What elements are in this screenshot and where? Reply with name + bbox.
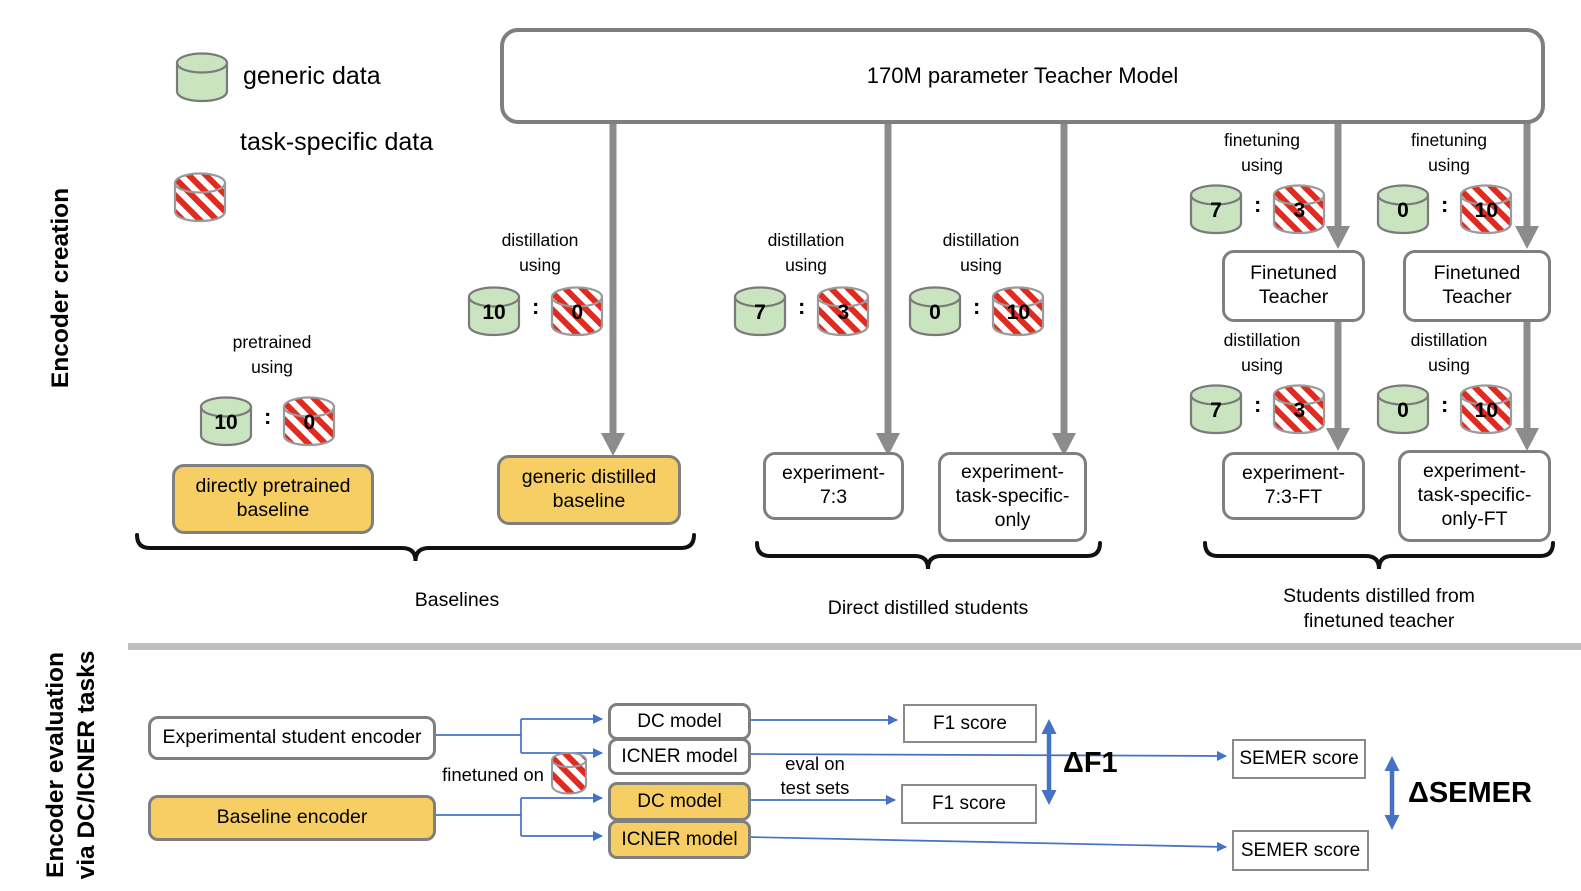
generic-data-cylinder-icon: 0 (1374, 182, 1432, 236)
experiment-task-specific-only-box: experiment- task-specific- only (938, 452, 1087, 542)
generic-ratio-value: 0 (1397, 199, 1409, 222)
finetuned-teacher-box-2: Finetuned Teacher (1403, 250, 1551, 322)
task-ratio-value: 10 (1474, 399, 1498, 422)
experiment-7-3-ft-box: experiment- 7:3-FT (1222, 452, 1365, 520)
task-specific-data-cylinder-icon: 3 (1270, 382, 1328, 436)
task-specific-data-legend-label: task-specific data (240, 128, 434, 156)
generic-ratio-value: 7 (1210, 199, 1222, 222)
finetuning-using-caption-2: finetuning using (1411, 130, 1487, 176)
eval-on-test-sets-label: eval on test sets (780, 753, 850, 799)
icner-model-experimental-box: ICNER model (608, 738, 751, 775)
generic-data-legend-label: generic data (243, 62, 381, 90)
semer-score-experimental-box: SEMER score (1232, 739, 1366, 779)
generic-ratio-value: 0 (929, 301, 941, 324)
task-specific-data-cylinder-icon: 0 (280, 394, 338, 448)
direct-distilled-students-group-label: Direct distilled students (827, 597, 1029, 619)
distillation-using-caption-4: distillation using (1223, 330, 1301, 376)
task-specific-data-cylinder-icon: 3 (1270, 182, 1328, 236)
task-specific-data-cylinder-icon (171, 170, 229, 224)
baselines-group-label: Baselines (414, 589, 500, 611)
students-distilled-finetuned-group-label: Students distilled from finetuned teache… (1283, 585, 1475, 633)
experiment-task-specific-only-ft-box: experiment- task-specific- only-FT (1398, 450, 1551, 542)
f1-score-baseline-box: F1 score (901, 784, 1037, 824)
task-ratio-value: 3 (1293, 399, 1306, 422)
generic-ratio-value: 7 (1210, 399, 1222, 422)
ratio-colon: : (1441, 192, 1449, 217)
task-specific-data-cylinder-icon: 10 (1457, 182, 1515, 236)
distillation-using-caption-3: distillation using (942, 230, 1020, 276)
ratio-colon: : (973, 294, 981, 319)
ratio-colon: : (532, 294, 540, 319)
experiment-7-3-box: experiment- 7:3 (763, 452, 904, 520)
evaluation-connector-arrows (430, 714, 1227, 852)
ratio-colon: : (798, 294, 806, 319)
task-ratio-value: 10 (1474, 199, 1498, 222)
task-ratio-value: 0 (303, 411, 316, 434)
f1-score-experimental-box: F1 score (903, 704, 1037, 743)
generic-data-cylinder-icon: 0 (906, 284, 964, 338)
finetuning-using-caption-1: finetuning using (1224, 130, 1300, 176)
teacher-down-arrow-icons (601, 116, 1539, 456)
encoder-evaluation-section-label: Encoder evaluation via DC/ICNER tasks (41, 625, 103, 891)
semer-score-baseline-box: SEMER score (1232, 830, 1369, 871)
section-divider (128, 643, 1581, 650)
generic-ratio-value: 10 (482, 301, 506, 324)
encoder-evaluation-label-line2: via DC/ICNER tasks (72, 650, 100, 880)
task-specific-data-cylinder-icon: 3 (814, 284, 872, 338)
ratio-colon: : (1254, 192, 1262, 217)
generic-ratio-value: 10 (214, 411, 238, 434)
distillation-using-caption-1: distillation using (501, 230, 579, 276)
task-ratio-value: 3 (837, 301, 850, 324)
finetuned-teacher-box-1: Finetuned Teacher (1222, 250, 1365, 322)
task-specific-data-cylinder-icon: 10 (989, 284, 1047, 338)
generic-distilled-baseline-box: generic distilled baseline (497, 455, 681, 525)
finetuned-on-label: finetuned on (442, 764, 544, 785)
ft-distillation-ratio-group-1: 7 : 3 (1187, 382, 1328, 436)
task-specific-data-cylinder-icon: 10 (1457, 382, 1515, 436)
ft-distillation-ratio-group-2: 0 : 10 (1374, 382, 1515, 436)
finetuning-ratio-group-1: 7 : 3 (1187, 182, 1328, 236)
delta-semer-label: ΔSEMER (1408, 777, 1532, 809)
generic-data-cylinder-icon: 7 (1187, 182, 1245, 236)
task-ratio-value: 3 (1293, 199, 1306, 222)
generic-ratio-value: 0 (1397, 399, 1409, 422)
icner-model-baseline-box: ICNER model (608, 820, 751, 859)
task-ratio-value: 0 (571, 301, 584, 324)
encoder-evaluation-label-line1: Encoder evaluation (42, 652, 69, 879)
directly-pretrained-baseline-box: directly pretrained baseline (172, 464, 374, 534)
finetuning-ratio-group-2: 0 : 10 (1374, 182, 1515, 236)
distillation-using-caption-2: distillation using (767, 230, 845, 276)
task-specific-data-cylinder-icon (549, 750, 589, 796)
generic-data-cylinder-icon: 7 (731, 284, 789, 338)
ratio-colon: : (264, 404, 272, 429)
distillation-using-caption-5: distillation using (1410, 330, 1488, 376)
delta-f1-label: ΔF1 (1063, 747, 1118, 779)
baseline-encoder-box: Baseline encoder (148, 795, 436, 841)
task-ratio-value: 10 (1006, 301, 1030, 324)
experimental-student-encoder-box: Experimental student encoder (148, 716, 436, 760)
delta-f1-double-arrow-icon (1041, 719, 1057, 805)
dc-model-baseline-box: DC model (608, 782, 751, 821)
ratio-colon: : (1254, 392, 1262, 417)
teacher-model-box: 170M parameter Teacher Model (500, 28, 1545, 124)
generic-data-cylinder-icon (173, 50, 231, 104)
group-brace-icons (135, 533, 1555, 570)
teacher-model-label: 170M parameter Teacher Model (866, 62, 1179, 88)
encoder-creation-section-label: Encoder creation (47, 187, 74, 389)
ratio-colon: : (1441, 392, 1449, 417)
generic-data-cylinder-icon: 10 (197, 394, 255, 448)
distillation-ratio-group-1: 10 : 0 (465, 284, 606, 338)
distillation-ratio-group-3: 0 : 10 (906, 284, 1047, 338)
generic-ratio-value: 7 (754, 301, 766, 324)
generic-data-cylinder-icon: 7 (1187, 382, 1245, 436)
distillation-ratio-group-2: 7 : 3 (731, 284, 872, 338)
generic-data-cylinder-icon: 0 (1374, 382, 1432, 436)
delta-semer-double-arrow-icon (1384, 756, 1400, 830)
generic-data-cylinder-icon: 10 (465, 284, 523, 338)
pretrained-ratio-group: 10 : 0 (197, 394, 338, 448)
pretrained-using-caption: pretrained using (232, 332, 312, 378)
task-specific-data-cylinder-icon: 0 (548, 284, 606, 338)
dc-model-experimental-box: DC model (608, 703, 751, 740)
